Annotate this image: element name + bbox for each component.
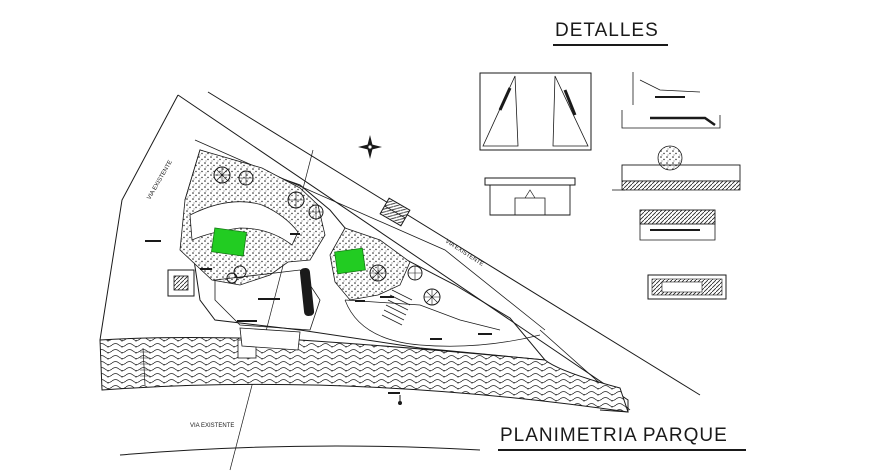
detail-planter [612,145,741,191]
road-label-left: VIA EXISTENTE [147,160,174,201]
stairs [381,289,413,326]
road-label-diagonal: VIA EXISTENTE [444,239,484,268]
bottom-road-line [119,445,481,456]
plan-title: PLANIMETRIA PARQUE [500,425,728,446]
detail-plan [647,274,727,300]
path-loop [344,299,541,347]
detail-kiosk [484,177,576,216]
north-arrow-icon [358,135,382,159]
tree-icon [213,166,441,306]
bench-strip [299,268,315,316]
plan-title-underline [498,449,746,451]
left-road-edge [99,94,179,341]
site-plan [99,91,701,471]
outer-boundary [177,94,629,413]
detail-wall [639,209,716,241]
stair-detail-left [142,347,146,386]
diagonal-road-edge [207,91,701,396]
lawn-patch-right [334,247,366,275]
planter-icon [167,269,195,297]
path-right [344,299,501,331]
details-title-underline [553,44,668,46]
details-group [479,72,741,300]
plaza-outline [214,269,321,331]
slope-band [99,337,629,413]
details-title: DETALLES [555,20,659,41]
landscape-mass-right [329,227,411,301]
lawn-patch-left [211,227,247,257]
detail-section-top [621,72,721,129]
detail-panels [479,72,592,151]
pergola-icon [379,197,411,227]
road-label-bottom: VIA EXISTENTE [190,423,234,429]
stage-shape [239,327,301,351]
